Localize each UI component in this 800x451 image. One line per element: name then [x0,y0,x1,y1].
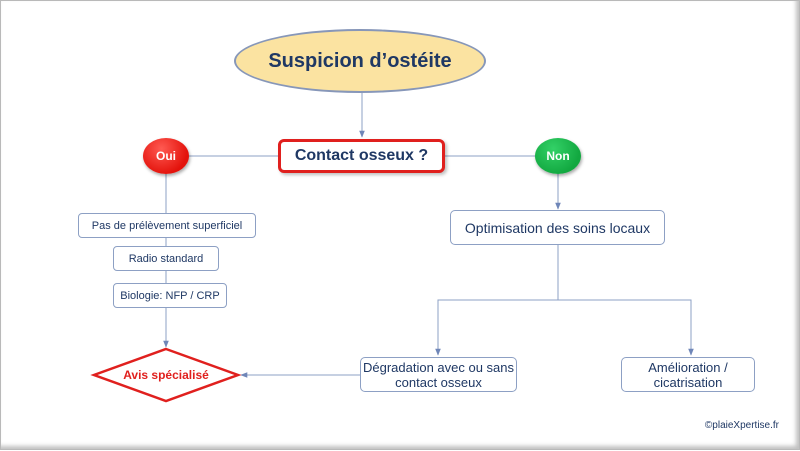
connector-split [435,245,559,356]
question-node: Contact osseux ? [278,139,445,173]
outcome-degradation: Dégradation avec ou sans contact osseux [360,357,517,392]
step-biology: Biologie: NFP / CRP [113,283,227,308]
step-standard-xray: Radio standard [113,246,219,271]
start-node: Suspicion d’ostéite [234,29,486,93]
yes-node: Oui [143,138,189,174]
copyright-text: ©plaieXpertise.fr [704,420,779,431]
step-local-care-optimisation: Optimisation des soins locaux [450,210,665,245]
outcome-specialist-opinion: Avis spécialisé [123,368,209,382]
avis-diamond [90,347,242,403]
connector-split-right [558,299,694,356]
no-node: Non [535,138,581,174]
outcome-improvement: Amélioration / cicatrisation [621,357,755,392]
step-no-superficial-sample: Pas de prélèvement superficiel [78,213,256,238]
